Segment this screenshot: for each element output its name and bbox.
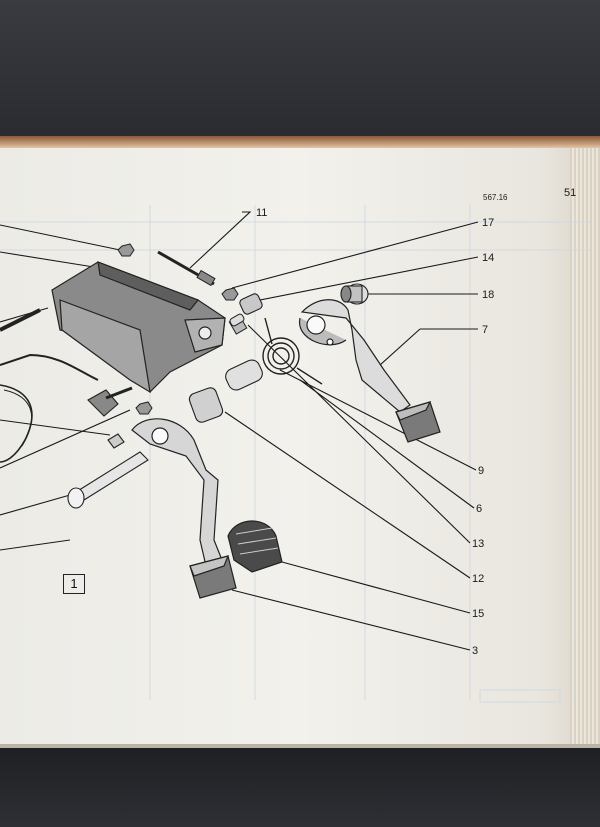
callout-3: 3 (472, 645, 478, 657)
page-bottom-edge (0, 744, 600, 750)
callout-17: 17 (482, 217, 494, 229)
book-edge (0, 136, 600, 150)
rod-icon (157, 250, 216, 287)
callout-9: 9 (478, 465, 484, 477)
catalog-code: 567.16 (483, 193, 508, 202)
catalog-page (0, 148, 600, 748)
pin-icon (229, 313, 245, 327)
nut-icon (117, 243, 248, 415)
page-number: 51 (564, 187, 576, 199)
pivot-bolt-icon (67, 433, 149, 509)
callout-12: 12 (472, 573, 484, 585)
figure-number-box: 1 (63, 574, 85, 594)
callout-7: 7 (482, 324, 488, 336)
leader-lines (0, 211, 479, 651)
show-through-print (0, 205, 590, 703)
brake-pedal-icon (299, 299, 441, 443)
bushing-icon (188, 283, 369, 423)
callout-15: 15 (472, 608, 484, 620)
background-top (0, 0, 600, 138)
callout-13: 13 (472, 538, 484, 550)
callout-6: 6 (476, 503, 482, 515)
pedal-rubber-pad-icon (227, 520, 283, 573)
background-bottom (0, 748, 600, 827)
cable-icon (0, 308, 99, 463)
clutch-pedal-icon (131, 418, 237, 599)
pedal-bracket-icon (51, 261, 226, 394)
callout-18: 18 (482, 289, 494, 301)
callout-14: 14 (482, 252, 494, 264)
clevis-icon (87, 386, 133, 417)
spring-icon (262, 317, 323, 385)
callout-11: 11 (256, 207, 267, 219)
